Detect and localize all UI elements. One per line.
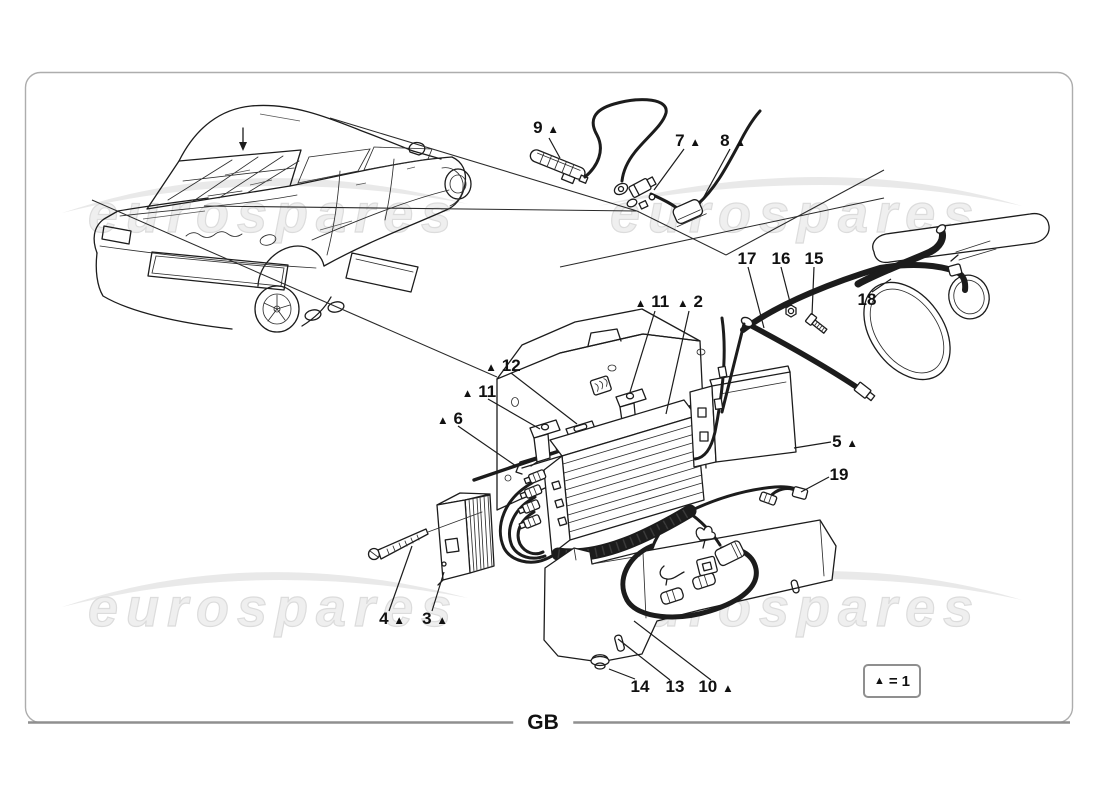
part-label-6[interactable]: ▲6	[437, 409, 463, 429]
part-number: 19	[829, 465, 849, 484]
part-label-11b[interactable]: ▲ 11	[462, 382, 496, 402]
part-label-5[interactable]: 5▲	[832, 432, 858, 452]
part-number: 6	[453, 409, 463, 428]
part-number: 13	[665, 677, 685, 696]
part-bracket-13	[543, 519, 837, 663]
quantity-legend: ▲ = 1	[863, 664, 921, 698]
part-number: 14	[630, 677, 650, 696]
part-label-19[interactable]: 19	[830, 465, 849, 485]
pad-8	[672, 199, 707, 228]
antenna-feed-cables	[693, 316, 746, 461]
tube-inner	[746, 322, 860, 390]
leader-lines	[388, 137, 892, 681]
part-label-11a[interactable]: ▲ 11	[635, 292, 669, 312]
part-number: 12	[501, 356, 521, 375]
part-label-12[interactable]: ▲ 12	[485, 356, 520, 376]
swoosh-bottom-right	[598, 571, 1022, 600]
harness-hook-clip	[659, 565, 685, 586]
harness-pad-connector	[714, 540, 745, 567]
part-number: 11	[478, 382, 497, 401]
qty-marker-icon: ▲	[677, 298, 689, 310]
qty-marker-icon: ▲	[436, 615, 448, 627]
qty-marker-icon: ▲	[393, 615, 405, 627]
part-number: 11	[651, 292, 670, 311]
qty-marker-icon: ▲	[874, 675, 885, 687]
part-label-16[interactable]: 16	[772, 249, 791, 269]
swoosh-bottom-left	[62, 572, 468, 607]
part-number: 17	[737, 249, 757, 268]
tube-inner	[621, 544, 758, 619]
part-label-3[interactable]: 3▲	[422, 609, 448, 629]
qty-marker-icon: ▲	[547, 124, 559, 136]
qty-marker-icon: ▲	[734, 137, 746, 149]
tube-inner	[855, 229, 945, 287]
part-label-18[interactable]: 18	[858, 290, 877, 310]
swoosh-top-left	[62, 178, 468, 213]
part-number: 3	[422, 609, 432, 628]
tube-inner	[584, 98, 667, 182]
part-bracket-11-left	[529, 419, 561, 467]
connector-7	[628, 176, 657, 198]
part-amplifier-2	[543, 399, 705, 555]
part-label-14[interactable]: 14	[631, 677, 650, 697]
swoosh-top-right	[598, 177, 1022, 206]
exhaust-context	[863, 212, 1050, 381]
harness-t-clip	[695, 525, 716, 541]
part-number: 7	[675, 131, 685, 150]
part-label-13[interactable]: 13	[666, 677, 685, 697]
language-code-label: GB	[513, 711, 573, 735]
part-number: 4	[379, 609, 389, 628]
part-nut-16	[785, 304, 797, 318]
tube-inner	[697, 110, 761, 205]
qty-marker-icon: ▲	[485, 362, 497, 374]
part-number: 15	[804, 249, 824, 268]
tube-inner	[721, 323, 745, 413]
equals-sign: =	[888, 672, 898, 690]
part-number: 16	[771, 249, 791, 268]
part-label-4[interactable]: 4▲	[379, 609, 405, 629]
connector-cluster	[498, 469, 562, 564]
tube-inner	[694, 317, 725, 460]
direction-arrow-icon	[239, 127, 247, 151]
part-cable-7-8	[583, 98, 762, 228]
main-assembly	[472, 308, 804, 564]
legend-value: 1	[901, 672, 910, 690]
qty-marker-icon: ▲	[689, 137, 701, 149]
qty-marker-icon: ▲	[437, 415, 449, 427]
qty-marker-icon: ▲	[722, 683, 734, 695]
part-number: 8	[720, 131, 730, 150]
part-grommet-14	[590, 654, 610, 670]
qty-marker-icon: ▲	[846, 438, 858, 450]
part-number: 5	[832, 432, 842, 451]
part-label-17[interactable]: 17	[738, 249, 757, 269]
part-ecu-3	[436, 492, 495, 586]
qty-marker-icon: ▲	[461, 388, 474, 400]
part-bolt-15	[804, 313, 828, 334]
watermark-text: eurospares	[88, 184, 459, 244]
part-number: 10	[698, 677, 718, 696]
part-screw-4	[367, 511, 483, 561]
part-number: 18	[857, 290, 877, 309]
part-label-8[interactable]: 8▲	[720, 131, 746, 151]
locator-lines	[91, 117, 885, 378]
stamped-tag	[589, 375, 612, 396]
part-label-10[interactable]: 10 ▲	[698, 677, 733, 697]
part-label-15[interactable]: 15	[805, 249, 824, 269]
harness-square-plug	[696, 555, 718, 577]
watermark-text: eurospares	[88, 578, 459, 638]
part-number: 2	[693, 292, 703, 311]
qty-marker-icon: ▲	[634, 298, 647, 310]
car-sketch	[93, 104, 472, 333]
part-label-7[interactable]: 7▲	[675, 131, 701, 151]
part-label-9[interactable]: 9▲	[533, 118, 559, 138]
part-pipe-17-18	[740, 224, 969, 402]
part-label-2[interactable]: ▲2	[677, 292, 703, 312]
part-harness-10	[620, 510, 759, 620]
part-number: 9	[533, 118, 543, 137]
